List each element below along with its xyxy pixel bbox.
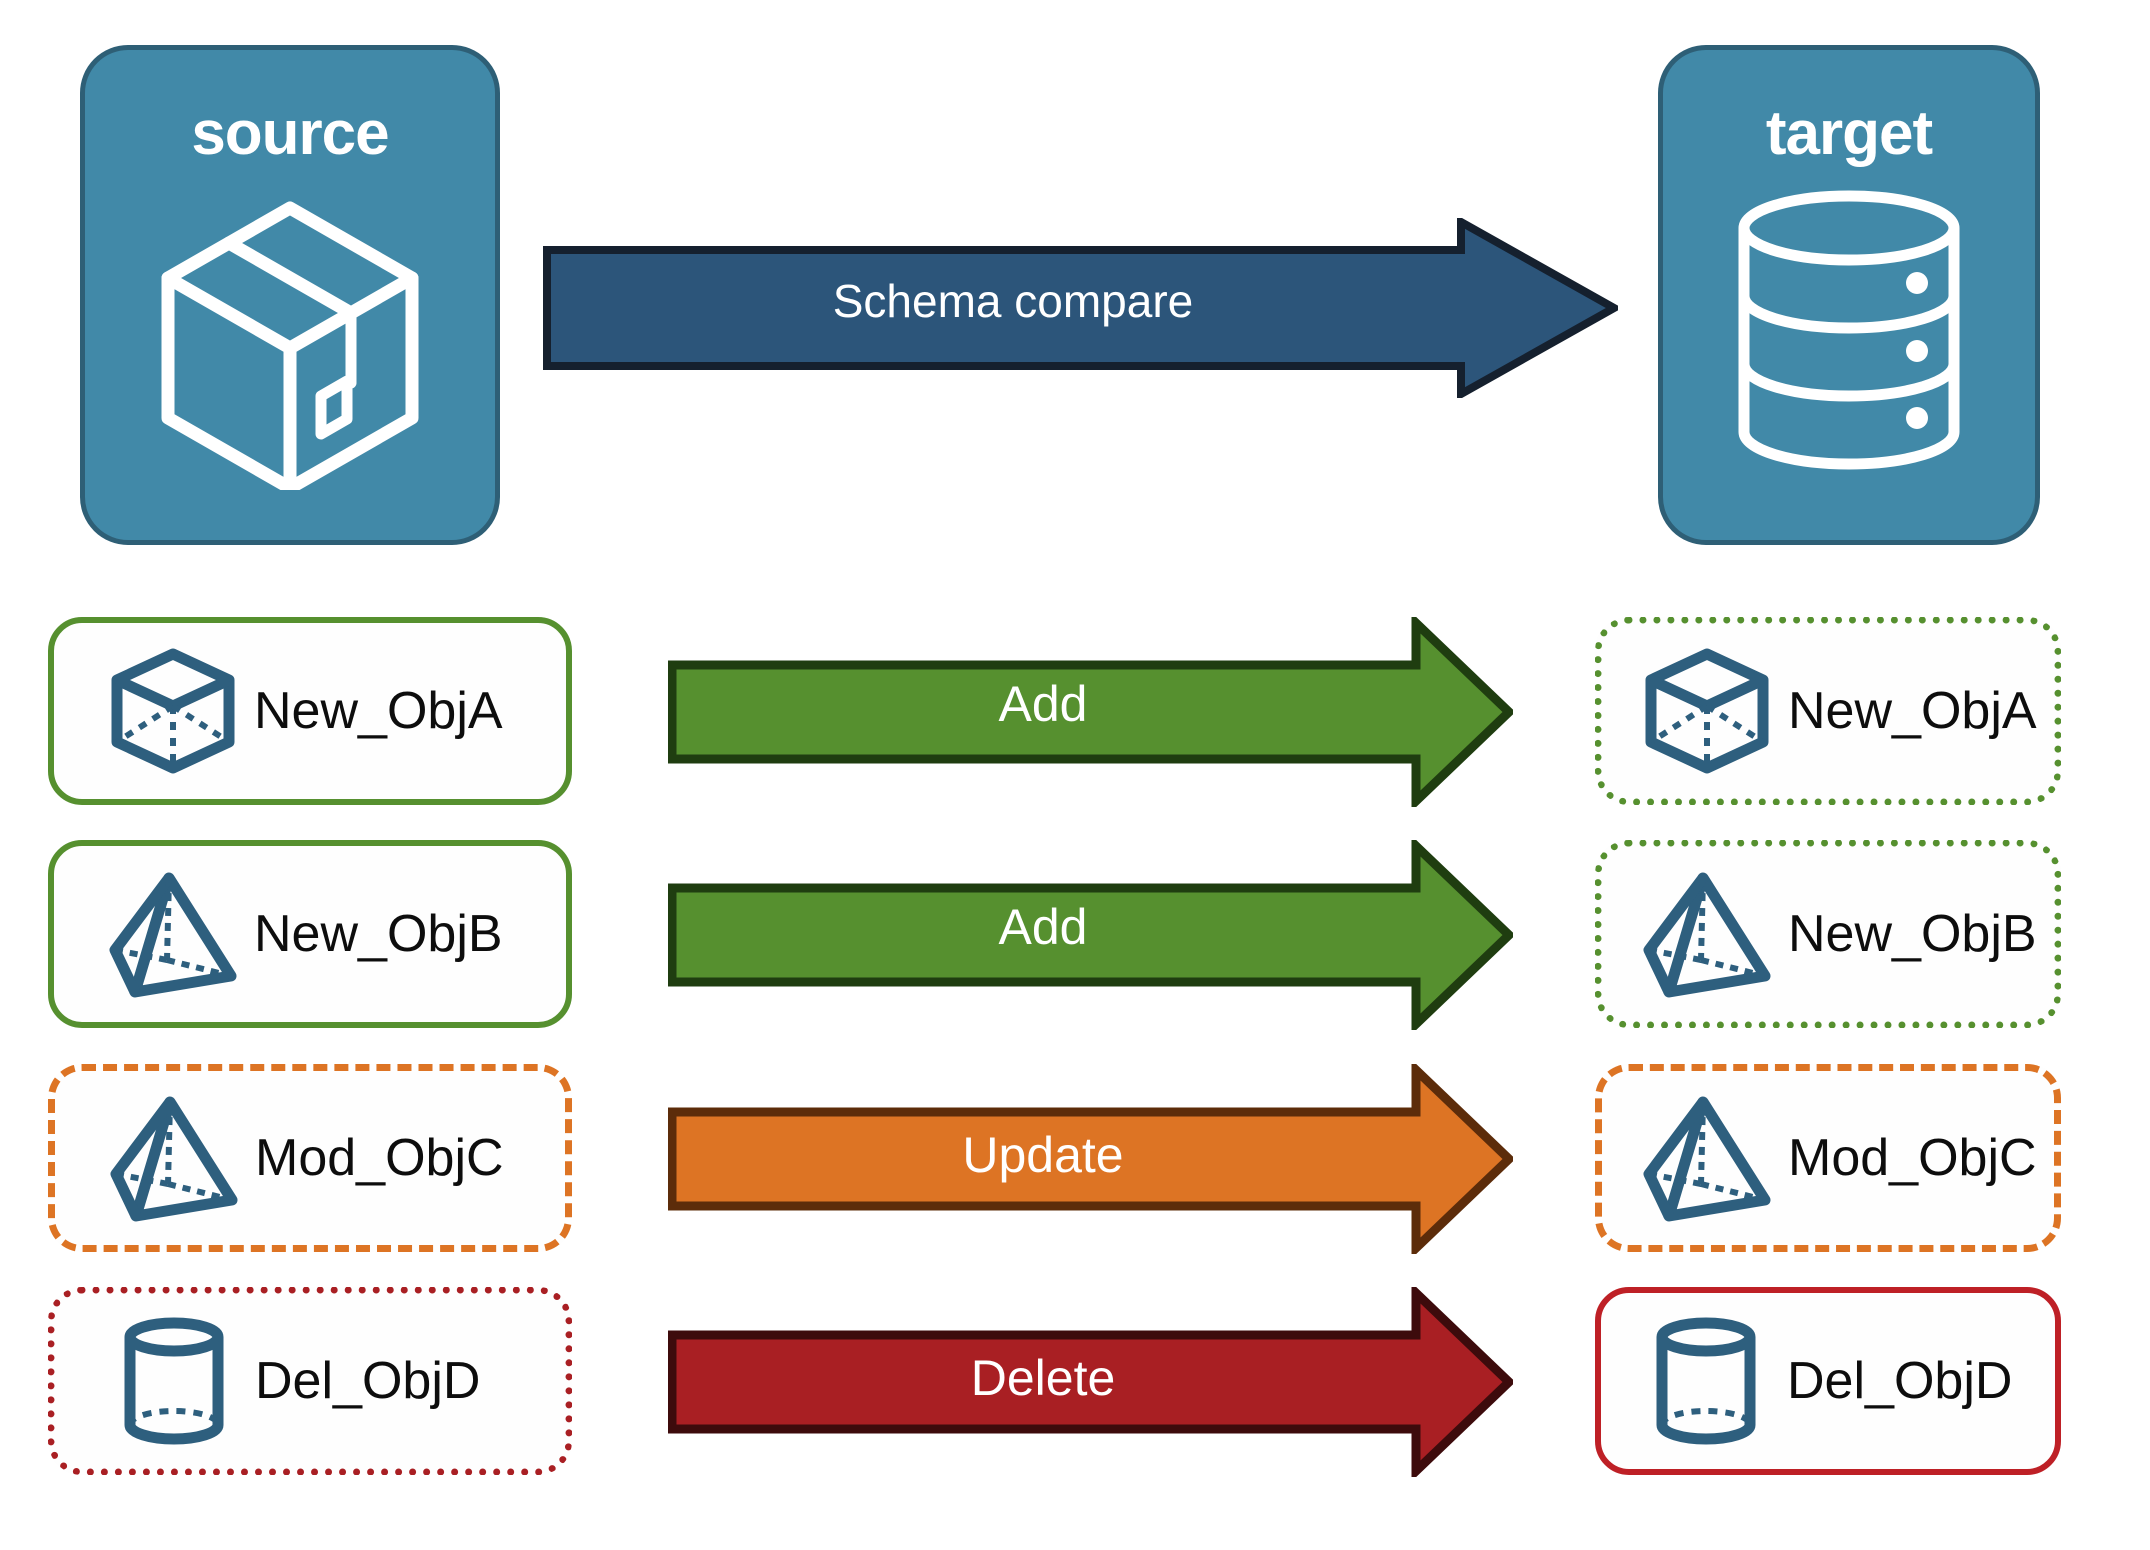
target-object-box[interactable]: New_ObjA (1595, 617, 2061, 805)
cube-wireframe-icon (98, 646, 248, 776)
action-label: Update (962, 1127, 1124, 1183)
pyramid-wireframe-icon (1632, 1092, 1782, 1224)
cylinder-wireframe-icon (1631, 1315, 1781, 1447)
action-arrow-delete[interactable]: Delete (668, 1287, 1513, 1477)
compare-row: Del_ObjD Delete Del_ObjD (0, 1287, 2150, 1477)
pyramid-wireframe-icon (98, 868, 248, 1000)
schema-compare-arrow[interactable]: Schema compare (543, 218, 1618, 398)
action-label: Delete (970, 1350, 1116, 1406)
compare-row: New_ObjA Add (0, 617, 2150, 807)
pyramid-wireframe-icon (1632, 868, 1782, 1000)
schema-compare-label: Schema compare (832, 275, 1194, 327)
source-label: source (191, 99, 389, 168)
source-object-name: New_ObjB (254, 905, 503, 963)
source-object-box[interactable]: Mod_ObjC (48, 1064, 572, 1252)
source-object-name: Mod_ObjC (255, 1129, 504, 1187)
source-endpoint-card[interactable]: source (80, 45, 500, 545)
compare-row: New_ObjB Add (0, 840, 2150, 1030)
source-object-name: Del_ObjD (255, 1352, 481, 1410)
target-object-box[interactable]: New_ObjB (1595, 840, 2061, 1028)
cylinder-wireframe-icon (99, 1315, 249, 1447)
source-object-box[interactable]: New_ObjB (48, 840, 572, 1028)
source-object-name: New_ObjA (254, 682, 503, 740)
source-object-box[interactable]: New_ObjA (48, 617, 572, 805)
package-box-icon (85, 190, 495, 490)
pyramid-wireframe-icon (99, 1092, 249, 1224)
database-cylinder-icon (1663, 190, 2035, 470)
action-arrow-add[interactable]: Add (668, 617, 1513, 807)
target-object-box[interactable]: Del_ObjD (1595, 1287, 2061, 1475)
target-object-box[interactable]: Mod_ObjC (1595, 1064, 2061, 1252)
target-object-name: New_ObjA (1788, 682, 2037, 740)
target-object-name: New_ObjB (1788, 905, 2037, 963)
action-label: Add (998, 899, 1088, 955)
action-arrow-update[interactable]: Update (668, 1064, 1513, 1254)
compare-row: Mod_ObjC Update (0, 1064, 2150, 1254)
action-label: Add (998, 676, 1088, 732)
target-object-name: Del_ObjD (1787, 1352, 2013, 1410)
target-object-name: Mod_ObjC (1788, 1129, 2037, 1187)
target-label: target (1765, 99, 1933, 168)
action-arrow-add[interactable]: Add (668, 840, 1513, 1030)
target-endpoint-card[interactable]: target (1658, 45, 2040, 545)
source-object-box[interactable]: Del_ObjD (48, 1287, 572, 1475)
cube-wireframe-icon (1632, 646, 1782, 776)
